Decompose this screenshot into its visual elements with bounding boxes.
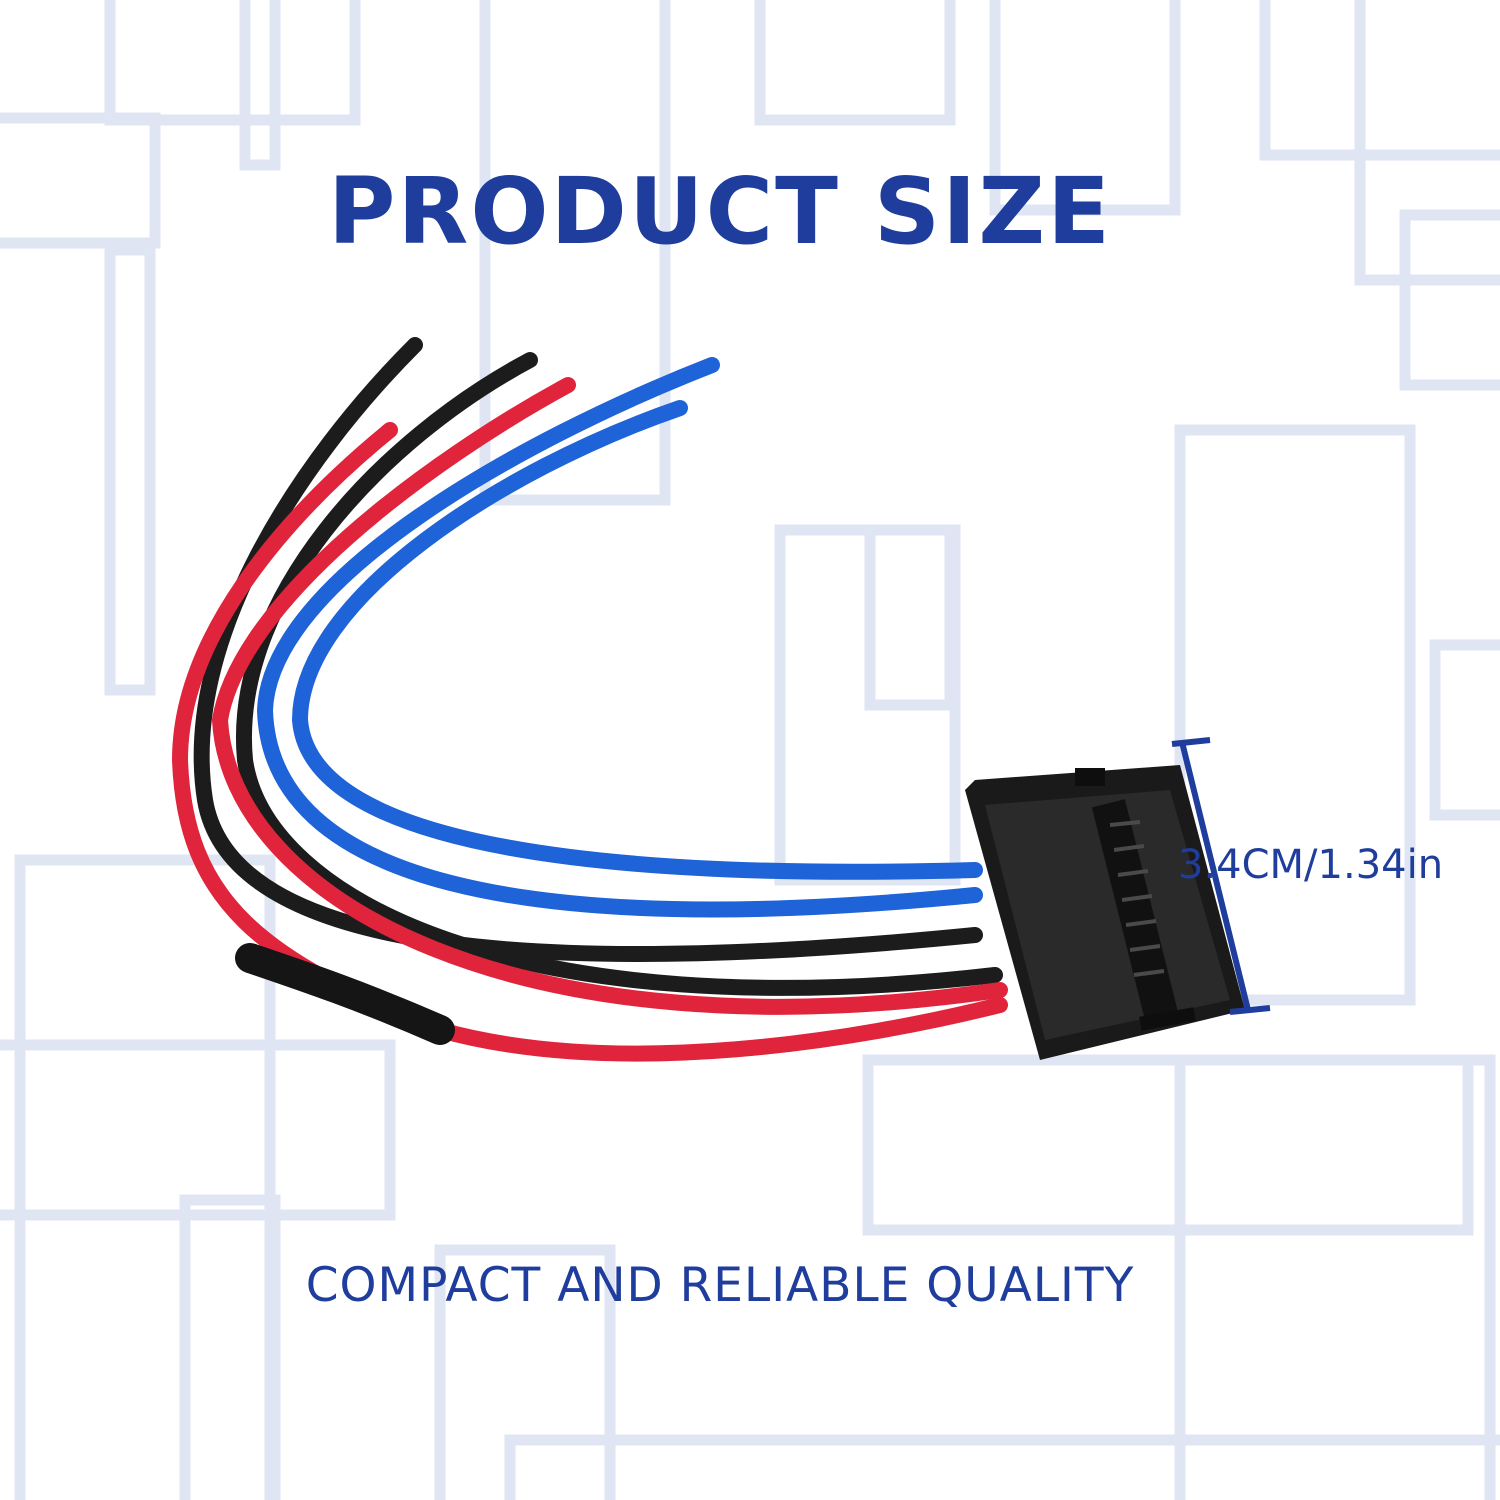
page-title: PRODUCT SIZE [328, 158, 1112, 265]
tagline: COMPACT AND RELIABLE QUALITY [305, 1258, 1135, 1313]
dimension-label: 3.4CM/1.34in [1178, 842, 1444, 888]
